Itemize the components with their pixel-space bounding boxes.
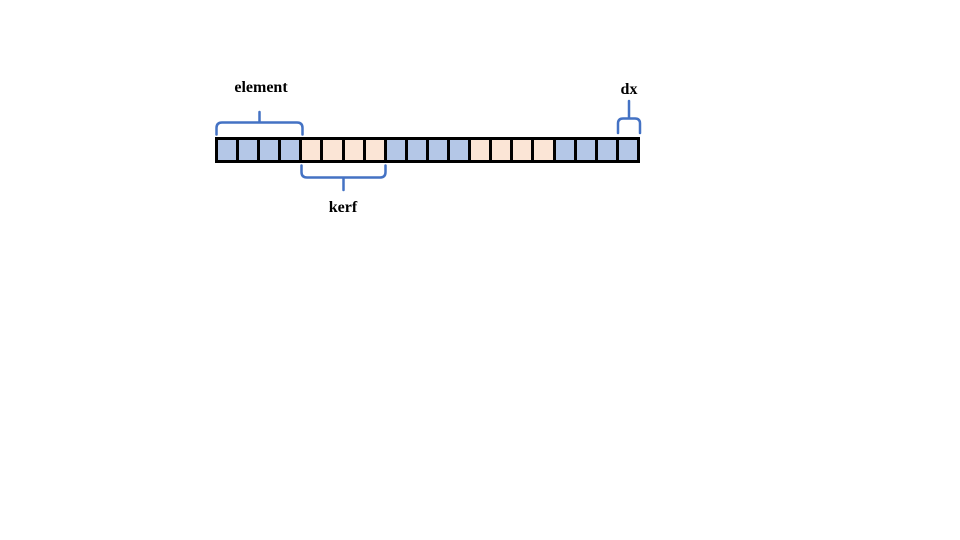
strip-cell-peach	[534, 140, 553, 160]
strip-cell-peach	[513, 140, 532, 160]
strip-cell-blue	[428, 140, 448, 160]
strip-cell-peach	[323, 140, 342, 160]
strip-cell-blue	[555, 140, 574, 160]
strip-cell-blue	[450, 140, 469, 160]
dx-label: dx	[620, 81, 638, 98]
strip-cell-blue	[618, 140, 637, 160]
strip-cell-blue	[386, 140, 405, 160]
element-brace-icon	[215, 110, 304, 136]
element-strip	[215, 137, 640, 163]
kerf-label: kerf	[328, 199, 358, 216]
dx-brace-icon	[616, 99, 642, 135]
strip-cell-peach	[492, 140, 511, 160]
strip-cell-peach	[365, 140, 384, 160]
strip-cell-blue	[407, 140, 426, 160]
strip-cell-blue	[260, 140, 279, 160]
strip-cell-peach	[302, 140, 321, 160]
strip-cell-peach	[471, 140, 490, 160]
strip-cell-blue	[281, 140, 300, 160]
strip-cell-blue	[597, 140, 616, 160]
element-label: element	[234, 79, 288, 96]
strip-cell-peach	[344, 140, 363, 160]
strip-cell-blue	[239, 140, 258, 160]
kerf-brace-icon	[300, 164, 387, 192]
strip-cell-blue	[576, 140, 595, 160]
strip-cell-blue	[218, 140, 237, 160]
